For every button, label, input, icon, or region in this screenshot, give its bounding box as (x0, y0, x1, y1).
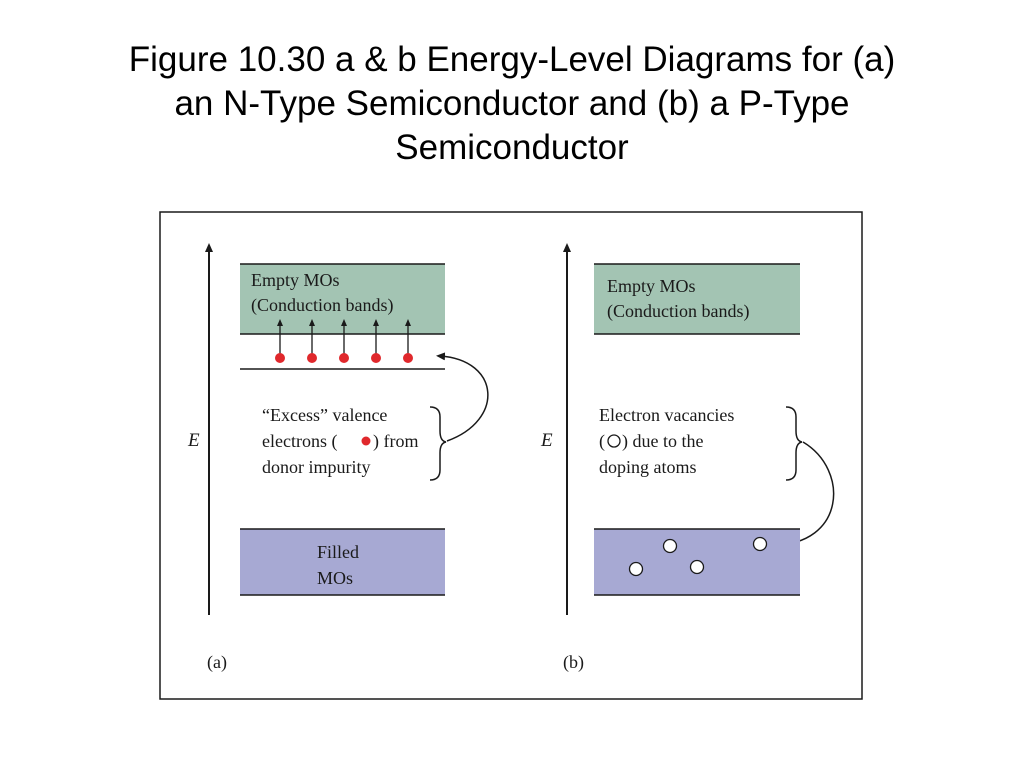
title-line-1: Figure 10.30 a & b Energy-Level Diagrams… (128, 40, 896, 79)
panel-a-axis-label: E (187, 430, 200, 451)
panel-a-annotation-line-1: “Excess” valence (262, 405, 387, 425)
electron-dot (339, 353, 349, 363)
panel-b-conduction-label-1: Empty MOs (607, 276, 696, 296)
panel-a-curved-arrow (436, 352, 489, 442)
title-line-2: an N-Type Semiconductor and (b) a P-Type (174, 84, 850, 123)
panel-a-valence-label-2: MOs (317, 568, 353, 588)
panel-b-annotation-line-2a: ( (599, 431, 605, 452)
electron-dot (307, 353, 317, 363)
panel-b-conduction-band (594, 264, 800, 334)
panel-b-conduction-label-2: (Conduction bands) (607, 301, 749, 322)
panel-b-vacancies (628, 536, 768, 577)
panel-b-annotation-line-3: doping atoms (599, 457, 697, 477)
electron-dot (403, 353, 413, 363)
panel-a-conduction-label-2: (Conduction bands) (251, 295, 393, 316)
panel-a-valence-label-1: Filled (317, 542, 359, 562)
panel-b: E Empty MOs (Conduction bands) Electron … (540, 243, 835, 673)
title-line-3: Semiconductor (395, 128, 629, 167)
electron-dot (371, 353, 381, 363)
panel-b-annotation-line-1: Electron vacancies (599, 405, 734, 425)
panel-b-annotation-line-2b: ) due to the (622, 431, 703, 452)
panel-b-brace (785, 406, 803, 481)
electron-dot (275, 353, 285, 363)
vacancy-circle (689, 559, 705, 575)
panel-a-annotation-line-3: donor impurity (262, 457, 371, 477)
vacancy-circle (662, 538, 678, 554)
panel-a: E Empty MOs (Conduction bands) “Excess” … (187, 243, 489, 673)
panel-a-label: (a) (207, 652, 227, 673)
panel-b-axis-label: E (540, 430, 553, 451)
panel-a-brace (429, 406, 447, 481)
vacancy-circle (628, 561, 644, 577)
panel-a-donor-electrons (275, 353, 413, 363)
panel-a-valence-band (240, 529, 445, 595)
panel-a-promotion-arrows (277, 319, 411, 356)
panel-a-conduction-label-1: Empty MOs (251, 270, 340, 290)
panel-b-label: (b) (563, 652, 584, 673)
panel-a-annotation-line-2b: ) from (373, 431, 418, 452)
vacancy-legend-circle (607, 434, 621, 448)
panel-a-annotation-line-2a: electrons ( (262, 431, 337, 452)
slide-title: Figure 10.30 a & b Energy-Level Diagrams… (40, 38, 984, 170)
vacancy-circle (752, 536, 768, 552)
electron-legend-dot (361, 436, 371, 446)
